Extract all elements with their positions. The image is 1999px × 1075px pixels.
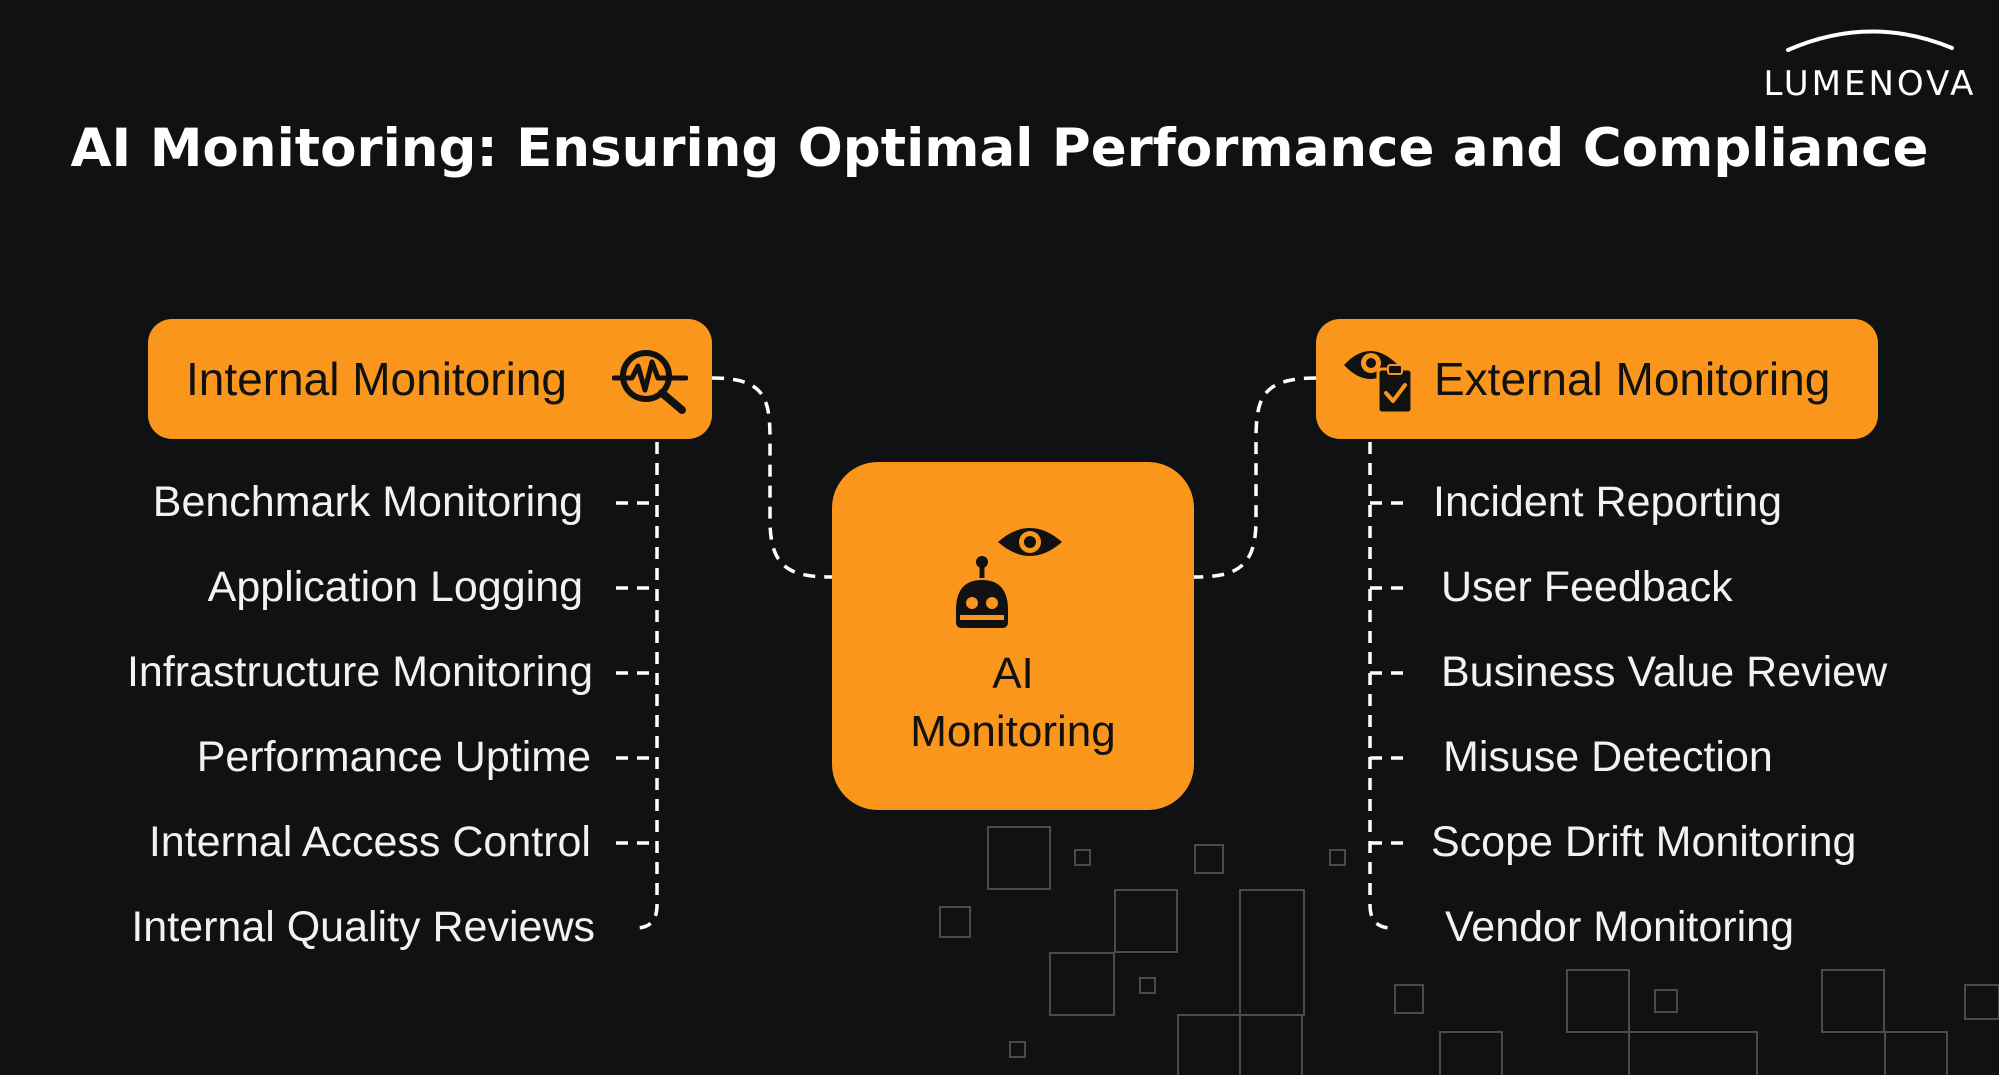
logo-arc-icon: [1786, 29, 1954, 52]
internal-item-internal-quality-reviews: Internal Quality Reviews: [131, 903, 595, 951]
external-monitoring-label: External Monitoring: [1434, 353, 1831, 405]
external-item-business-value-review: Business Value Review: [1441, 648, 1888, 696]
internal-item-benchmark-monitoring: Benchmark Monitoring: [152, 478, 583, 526]
external-item-user-feedback: User Feedback: [1441, 563, 1733, 611]
external-monitoring-header: External Monitoring: [1316, 319, 1878, 439]
robot-eye-icon: [956, 528, 1062, 628]
internal-monitoring-header: Internal Monitoring: [148, 319, 712, 439]
external-item-scope-drift-monitoring: Scope Drift Monitoring: [1431, 818, 1857, 866]
pulse-magnifier-icon: [612, 350, 688, 414]
external-trunk-line: [1368, 442, 1393, 930]
internal-item-performance-uptime: Performance Uptime: [196, 733, 591, 781]
ai-monitoring-label: AI Monitoring: [832, 645, 1194, 761]
external-item-misuse-detection: Misuse Detection: [1443, 733, 1773, 781]
external-item-incident-reporting: Incident Reporting: [1433, 478, 1782, 526]
connector-external-center: [1193, 376, 1317, 579]
eye-clipboard-icon: [1344, 351, 1414, 415]
ai-monitoring-label-line1: AI: [992, 649, 1034, 698]
internal-item-infrastructure-monitoring: Infrastructure Monitoring: [126, 648, 593, 696]
logo-text: LUMENOVA: [1763, 64, 1977, 104]
page-title: AI Monitoring: Ensuring Optimal Performa…: [70, 118, 1929, 179]
ai-monitoring-center-node: AI Monitoring: [832, 462, 1194, 810]
internal-item-application-logging: Application Logging: [207, 563, 583, 611]
internal-trunk-line: [635, 442, 659, 930]
internal-item-internal-access-control: Internal Access Control: [148, 818, 591, 866]
internal-monitoring-label: Internal Monitoring: [186, 353, 567, 405]
connector-internal-center: [711, 376, 833, 579]
external-item-vendor-monitoring: Vendor Monitoring: [1445, 903, 1794, 951]
ai-monitoring-label-line2: Monitoring: [910, 707, 1116, 756]
lumenova-logo: LUMENOVA: [1755, 22, 1985, 112]
